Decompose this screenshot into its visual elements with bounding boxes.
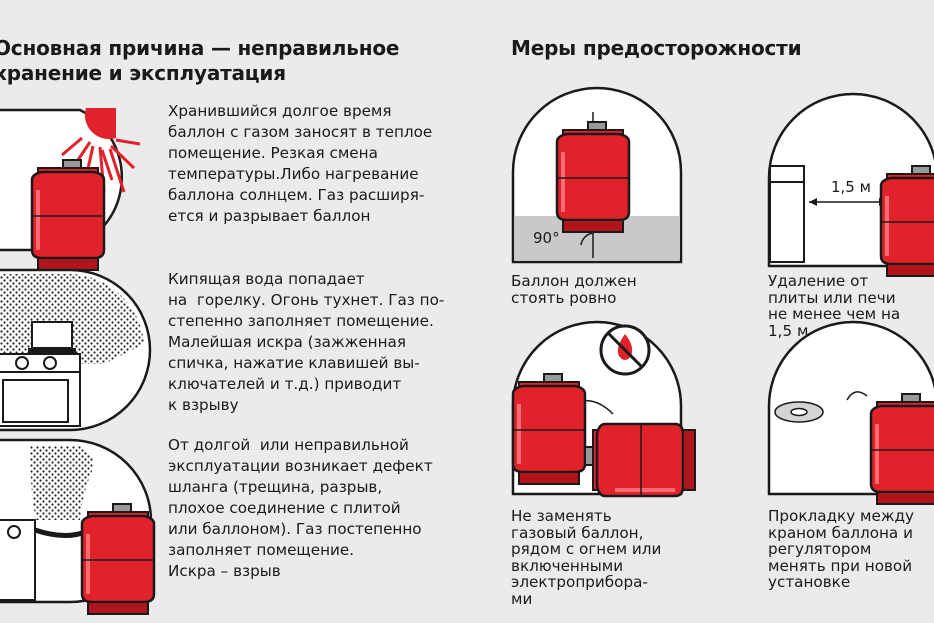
right-title: Меры предосторожности — [511, 36, 802, 60]
right-item-3-caption: Не заменять газовый баллон, рядом с огне… — [511, 507, 662, 608]
illustration-sun-heating — [0, 108, 141, 272]
gas-cylinder-icon — [869, 392, 934, 506]
illustration-distance-from-stove — [767, 92, 934, 278]
pot-icon — [31, 321, 73, 349]
illustration-stove-gas — [0, 268, 152, 432]
gas-cylinder-icon — [555, 120, 631, 234]
gas-cylinder-icon — [583, 422, 697, 498]
illustration-gasket — [767, 320, 934, 506]
left-item-1-text: Хранившийся долгое время баллон с газом … — [168, 102, 433, 225]
gasket-icon — [774, 401, 824, 423]
gas-cylinder-icon — [511, 372, 587, 486]
illustration-upright-cylinder — [511, 86, 683, 264]
distance-label: 1,5 м — [831, 178, 871, 196]
illustration-no-fire — [511, 320, 697, 498]
illustration-hose-leak — [0, 438, 156, 616]
gas-cylinder-icon — [80, 502, 156, 616]
right-item-4-caption: Прокладку между краном баллона и регулят… — [768, 507, 915, 591]
right-item-2-caption: Удаление от плиты или печи не менее чем … — [768, 272, 901, 340]
left-item-3-text: От долгой или неправильной эксплуатации … — [168, 436, 433, 580]
right-item-1-caption: Баллон должен стоять ровно — [511, 272, 637, 307]
no-fire-icon — [599, 324, 651, 376]
gas-cylinder-icon — [879, 164, 934, 278]
left-title-line1: Основная причина — неправильное — [0, 36, 400, 60]
left-title-line2: хранение и эксплуатация — [0, 61, 286, 85]
angle-label: 90° — [533, 229, 560, 247]
left-item-2-text: Кипящая вода попадает на горелку. Огонь … — [168, 270, 445, 414]
gas-cylinder-icon — [30, 158, 106, 272]
